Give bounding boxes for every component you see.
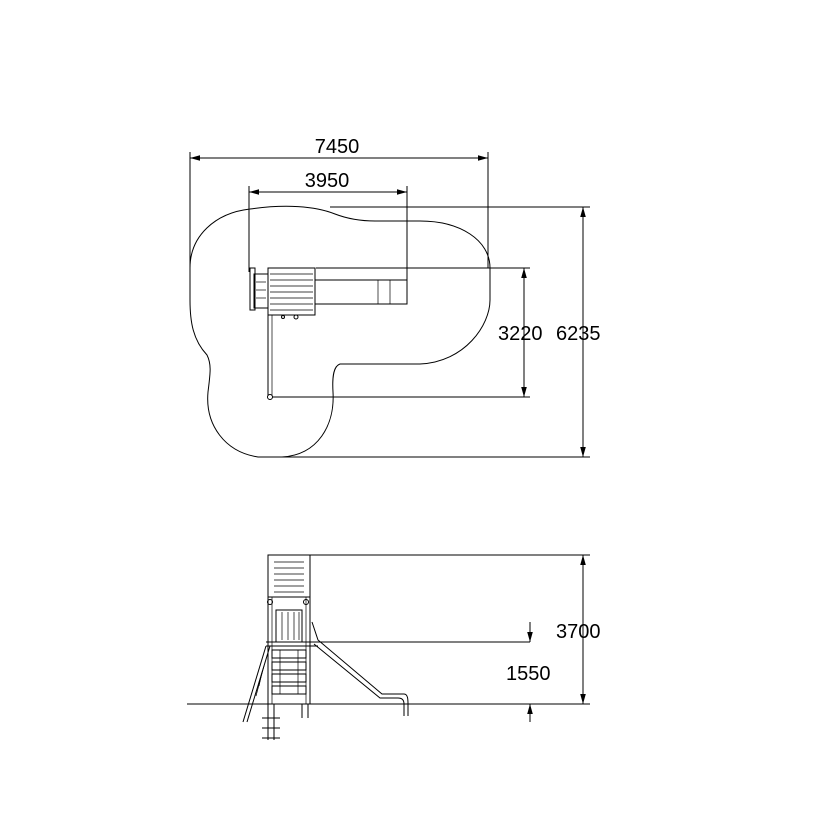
elevation-foundation	[262, 704, 309, 740]
dim-6235-label: 6235	[556, 323, 601, 345]
dim-3950-label: 3950	[305, 170, 350, 192]
elevation-roof	[267, 554, 311, 598]
elevation-lower-steps	[271, 649, 307, 695]
dim-3220-label: 3220	[498, 323, 543, 345]
elevation-view: 3700 1550	[187, 554, 601, 740]
dim-3700-label: 3700	[556, 621, 601, 643]
safety-zone-outline	[189, 205, 491, 458]
plan-platform	[267, 267, 316, 316]
dim-7450-label: 7450	[315, 136, 360, 158]
elevation-slide	[311, 621, 409, 716]
plan-slide	[314, 279, 408, 305]
elevation-ladder	[242, 645, 271, 723]
plan-ladder	[253, 273, 269, 309]
elevation-roof-slats	[274, 561, 304, 593]
plan-platform-hatch	[270, 273, 313, 311]
elevation-rail-panel	[275, 609, 303, 643]
plan-ladder-rail	[249, 267, 256, 311]
plan-pole-foot	[267, 394, 273, 400]
plan-view: 7450 3950 3220 6235	[189, 136, 601, 458]
dim-1550-label: 1550	[506, 663, 551, 685]
